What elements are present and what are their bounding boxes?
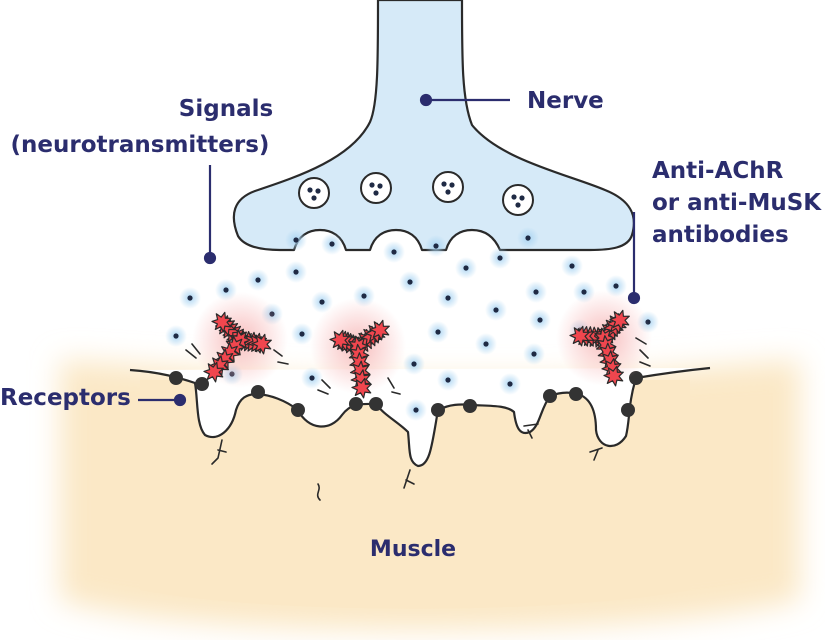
signal-molecule (517, 227, 539, 249)
receptor (251, 385, 265, 399)
leader-lines (138, 93, 641, 407)
receptors (169, 371, 643, 417)
receptor (569, 387, 583, 401)
nerve-label: Nerve (527, 88, 604, 114)
signal-molecule (499, 373, 521, 395)
vesicle (432, 171, 464, 203)
neurotransmitter-signals (165, 227, 659, 421)
receptor (291, 403, 305, 417)
signal-molecule (165, 325, 187, 347)
receptor (369, 397, 383, 411)
signal-molecule (405, 399, 427, 421)
signals-label-line2: (neurotransmitters) (11, 132, 270, 158)
antibodies-label-line1: Anti-AChR (652, 158, 784, 184)
signal-molecule (437, 369, 459, 391)
signal-molecule (285, 261, 307, 283)
signal-molecule (485, 299, 507, 321)
antibodies (192, 290, 652, 399)
antibodies-label-line3: antibodies (652, 222, 789, 248)
signal-molecule (247, 269, 269, 291)
signal-molecule (561, 255, 583, 277)
signal-molecule (529, 309, 551, 331)
signal-molecule (291, 323, 313, 345)
antibodies-label-line2: or anti-MuSK (652, 190, 822, 216)
signal-molecule (383, 241, 405, 263)
signal-molecule (475, 333, 497, 355)
signal-molecule (321, 233, 343, 255)
signal-molecule (523, 343, 545, 365)
muscle-label: Muscle (370, 537, 456, 562)
receptor (195, 377, 209, 391)
signal-molecule (301, 367, 323, 389)
signal-molecule (403, 353, 425, 375)
vesicle (360, 172, 392, 204)
signal-molecule (399, 271, 421, 293)
signal-molecule (285, 229, 307, 251)
vesicle (298, 177, 330, 209)
receptor (621, 403, 635, 417)
antibody (192, 292, 288, 388)
signal-molecule (311, 291, 333, 313)
signal-molecule (427, 321, 449, 343)
signals-label-line1: Signals (179, 96, 273, 122)
signal-molecule (525, 281, 547, 303)
membrane-marks (211, 423, 603, 501)
signal-molecule (425, 235, 447, 257)
receptor (543, 389, 557, 403)
receptors-label: Receptors (0, 385, 131, 411)
vesicle (502, 184, 534, 216)
receptor (169, 371, 183, 385)
antibody (556, 290, 652, 387)
receptor (463, 399, 477, 413)
signal-molecule (179, 287, 201, 309)
signal-molecule (489, 247, 511, 269)
antibody (310, 298, 406, 399)
receptor (349, 397, 363, 411)
nerve-terminal (232, 0, 635, 252)
vesicles (298, 171, 534, 216)
signal-molecule (455, 257, 477, 279)
binding-ticks (185, 337, 651, 395)
signal-molecule (437, 287, 459, 309)
receptor (431, 403, 445, 417)
